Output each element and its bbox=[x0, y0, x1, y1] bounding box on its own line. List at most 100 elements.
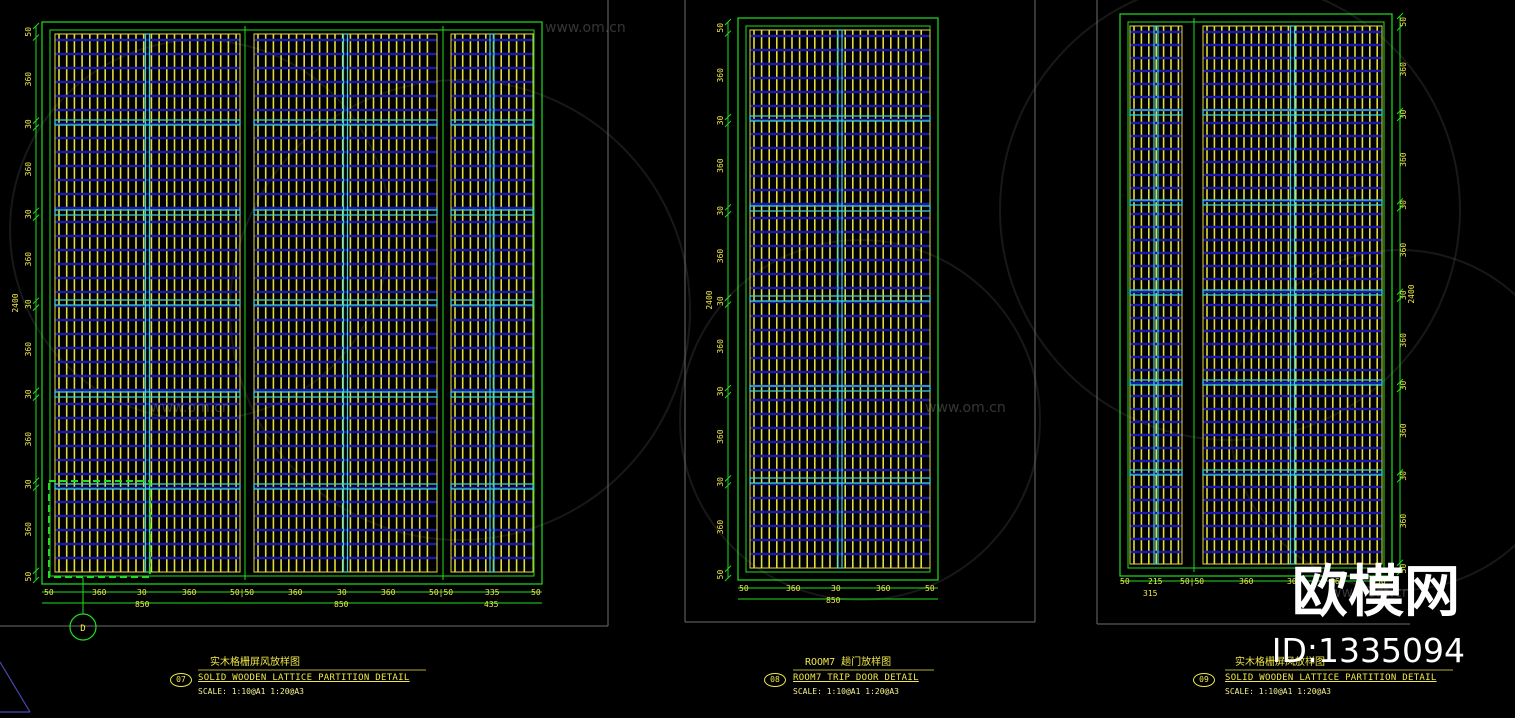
vdim-08-label: 360 bbox=[716, 249, 725, 264]
cross-rail bbox=[253, 391, 438, 398]
vdim-07-label: 360 bbox=[24, 72, 33, 87]
dim-07-seg: 360 bbox=[288, 588, 303, 597]
vdim-08-tick bbox=[724, 113, 732, 121]
panel-frame bbox=[41, 21, 543, 585]
vdim-08-tick bbox=[724, 574, 732, 582]
vdim-09-tick bbox=[1396, 378, 1404, 386]
vdim-07-label: 360 bbox=[24, 252, 33, 267]
vdim-09-label: 360 bbox=[1399, 152, 1408, 167]
vdim-08-label: 360 bbox=[716, 339, 725, 354]
panel-inner-frame bbox=[49, 29, 535, 577]
vdim-08-tick bbox=[724, 210, 732, 218]
cross-rail bbox=[1202, 469, 1383, 476]
drawing-08-badge-number: 08 bbox=[770, 675, 780, 684]
cross-rail bbox=[749, 385, 931, 392]
vdim-07-label: 30 bbox=[24, 479, 33, 489]
cross-rail bbox=[54, 483, 241, 490]
vdim-07-tick bbox=[32, 477, 40, 485]
vdim-08-tick bbox=[724, 120, 732, 128]
dim-09-seg: 360 bbox=[1239, 577, 1254, 586]
cross-rail bbox=[1129, 109, 1183, 116]
watermark-id: ID:1335094 bbox=[1271, 631, 1465, 670]
watermark-arc bbox=[229, 79, 691, 541]
vdim-07-tick bbox=[32, 117, 40, 124]
vdim-08-label: 360 bbox=[716, 68, 725, 83]
dim-07-seg: 360 bbox=[92, 588, 107, 597]
cross-rail bbox=[1202, 289, 1383, 296]
vdim-08-label: 360 bbox=[716, 520, 725, 535]
watermark-site: www.om.cn bbox=[150, 400, 231, 416]
drawing-08-title-en: ROOM7 TRIP DOOR DETAIL bbox=[793, 673, 919, 683]
cross-rail bbox=[1129, 379, 1183, 386]
drawing-08-scale: SCALE: 1:10@A1 1:20@A3 bbox=[793, 687, 899, 696]
vdim-09-tick bbox=[1396, 114, 1404, 122]
cross-rail bbox=[1202, 109, 1383, 116]
vdim-07-tick bbox=[32, 304, 40, 311]
cross-rail bbox=[1129, 289, 1183, 296]
vdim-09-tick bbox=[1396, 295, 1404, 302]
vdim-08-label: 50 bbox=[716, 23, 725, 33]
cross-rail bbox=[54, 299, 241, 306]
dim-07-seg: 50 bbox=[531, 588, 541, 597]
vdim-09-tick bbox=[1396, 24, 1404, 31]
watermark-site: www.om.cn bbox=[1330, 585, 1411, 601]
vdim-09-tick bbox=[1396, 12, 1404, 20]
vdim-08-tick bbox=[724, 30, 732, 37]
drawing-07-badge: 07 bbox=[170, 673, 192, 687]
vdim-07-tick bbox=[32, 567, 40, 575]
vdim-07-total: 2400 bbox=[11, 293, 20, 312]
vdim-07-label: 360 bbox=[24, 432, 33, 447]
vdim-08-label: 30 bbox=[716, 387, 725, 397]
cross-rail bbox=[253, 483, 438, 490]
dim-07-seg: 360 bbox=[182, 588, 197, 597]
dim-09-total: 315 bbox=[1143, 589, 1158, 598]
mid-stile bbox=[342, 33, 349, 573]
vdim-09-label: 360 bbox=[1399, 514, 1408, 529]
panel-frame bbox=[1119, 13, 1393, 577]
drawing-07-scale: SCALE: 1:10@A1 1:20@A3 bbox=[198, 687, 304, 696]
cross-rail bbox=[54, 119, 241, 126]
vdim-09-label: 50 bbox=[1399, 564, 1408, 574]
vdim-07-label: 50 bbox=[24, 572, 33, 582]
cross-rail bbox=[1129, 469, 1183, 476]
dim-09-seg: 30 bbox=[1287, 577, 1297, 586]
vdim-08-label: 30 bbox=[716, 206, 725, 216]
vdim-08-tick bbox=[724, 294, 732, 302]
dim-09-seg: 215 bbox=[1148, 577, 1163, 586]
vdim-07-label: 30 bbox=[24, 209, 33, 219]
vdim-09-label: 360 bbox=[1399, 423, 1408, 438]
watermark-site: www.om.cn bbox=[925, 400, 1006, 416]
watermark-brand-logo: 欧模网 bbox=[1292, 560, 1460, 625]
vdim-09-tick bbox=[1396, 568, 1404, 576]
cross-rail bbox=[54, 391, 241, 398]
dim-08-seg: 30 bbox=[831, 584, 841, 593]
dim-08-seg: 360 bbox=[786, 584, 801, 593]
vdim-09-tick bbox=[1396, 559, 1404, 567]
dim-08-seg: 50 bbox=[739, 584, 749, 593]
vdim-07-label: 50 bbox=[24, 27, 33, 37]
vdim-09-label: 360 bbox=[1399, 62, 1408, 77]
dim-07-total: 850 bbox=[334, 600, 349, 609]
section-marker-label: D bbox=[80, 624, 85, 634]
cross-rail bbox=[749, 205, 931, 212]
dim-07-seg: 50|50 bbox=[429, 588, 454, 597]
vdim-08-total: 2400 bbox=[705, 290, 714, 309]
vdim-08-tick bbox=[724, 481, 732, 489]
vdim-07-tick bbox=[32, 297, 40, 305]
cross-rail bbox=[749, 115, 931, 122]
dim-07-seg: 30 bbox=[137, 588, 147, 597]
vdim-07-tick bbox=[32, 214, 40, 221]
vdim-07-tick bbox=[32, 576, 40, 584]
vdim-08-label: 30 bbox=[716, 477, 725, 487]
vdim-09-tick bbox=[1396, 204, 1404, 212]
dim-09-seg: 50 bbox=[1120, 577, 1130, 586]
vdim-07-tick bbox=[32, 22, 40, 30]
vdim-08-tick bbox=[724, 475, 732, 482]
dim-09-seg: 50|50 bbox=[1180, 577, 1205, 586]
watermark-site: www.om.cn bbox=[545, 20, 626, 36]
drawing-08-title-cn: ROOM7 趟门放样图 bbox=[805, 657, 892, 668]
vdim-07-label: 30 bbox=[24, 119, 33, 129]
vdim-09-label: 50 bbox=[1399, 17, 1408, 27]
dim-07-seg: 30 bbox=[337, 588, 347, 597]
